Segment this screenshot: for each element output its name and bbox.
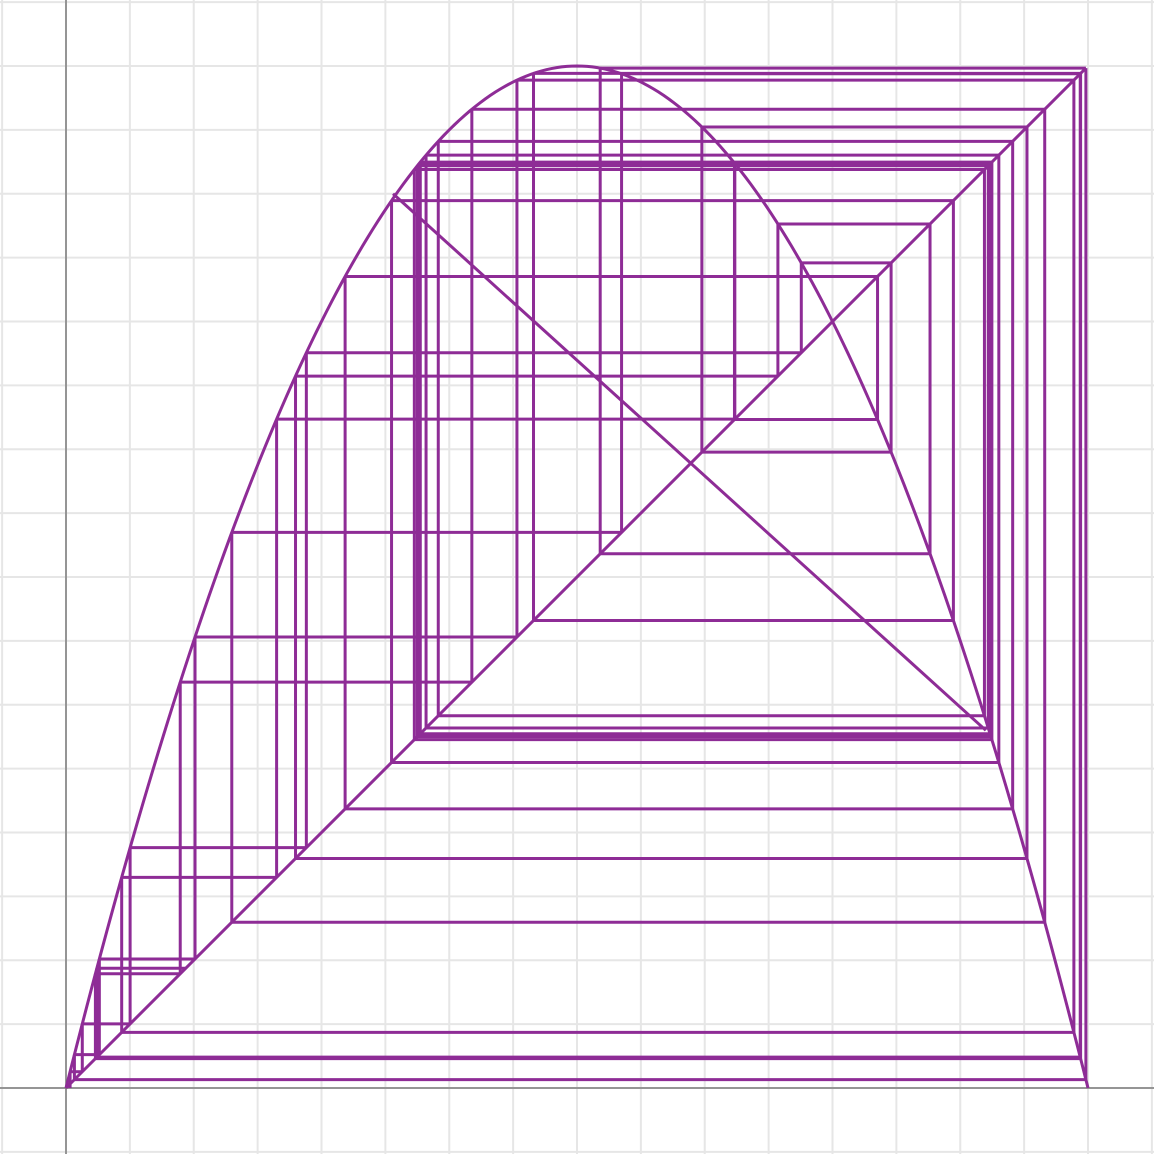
identity-line (64, 66, 1088, 1090)
logistic-curve (64, 64, 1090, 1089)
series-group (64, 64, 1090, 1090)
cobweb-iterations (68, 66, 1088, 1088)
anti-diagonal-line (392, 192, 987, 732)
